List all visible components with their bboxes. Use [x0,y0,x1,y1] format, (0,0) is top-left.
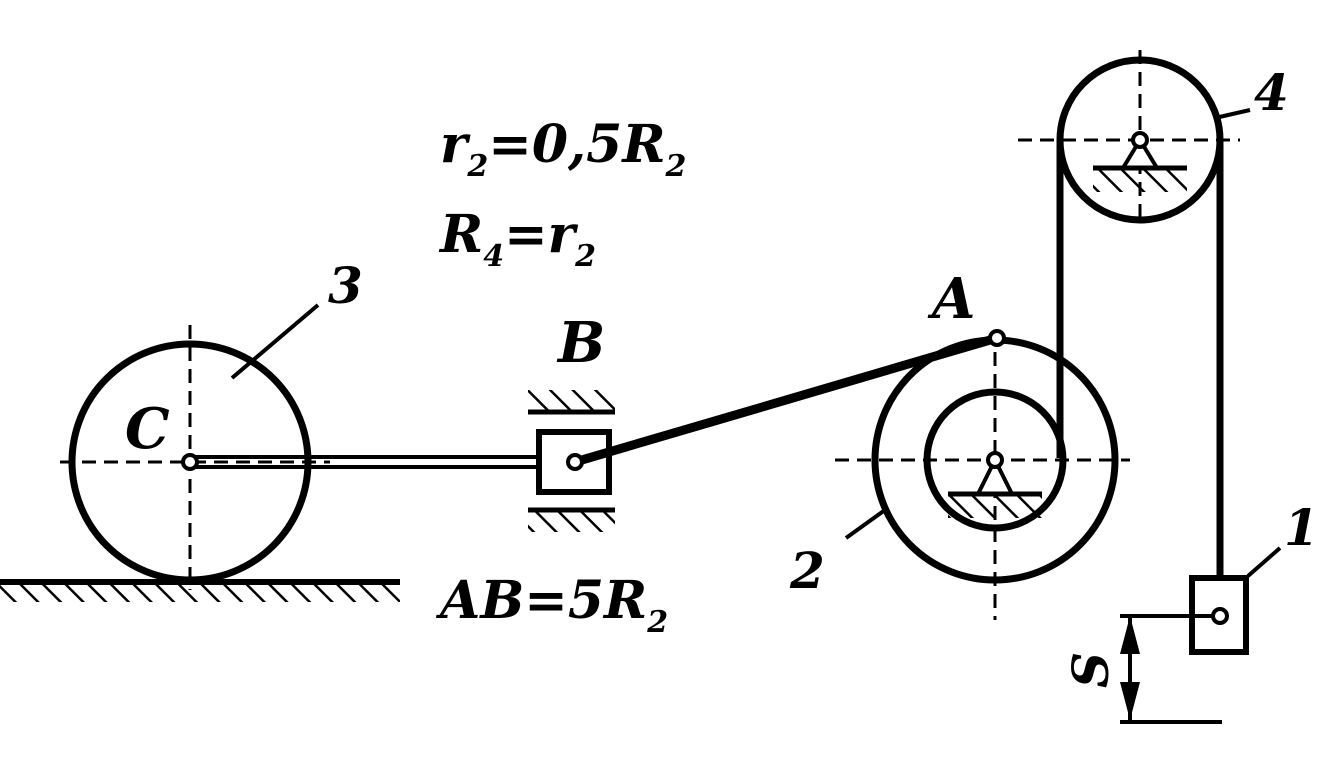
label-point-b: B [556,310,605,376]
label-pulley-4: 4 [1254,63,1289,122]
pivot-a [988,329,1006,347]
pivot-load [1211,607,1229,625]
displacement-arrow [1120,616,1222,724]
label-wheel-2: 2 [789,541,825,600]
formula-r2: r2=0,5R2 [440,114,686,184]
pivots [181,131,1229,625]
label-load-1: 1 [1284,498,1319,557]
wheel-2 [835,330,1130,620]
label-wheel-3: 3 [328,256,363,315]
pivot-c [181,453,199,471]
pivot-o2 [986,451,1004,469]
pivot-b [566,453,584,471]
formula-r4: R4=r2 [438,204,596,274]
formula-ab: AB=5R2 [435,570,668,640]
label-displacement-s: S [1061,652,1120,688]
wheel-3 [60,303,330,590]
rope [1056,140,1224,578]
label-point-a: A [927,266,975,332]
pivot-o4 [1131,131,1149,149]
load-1 [1120,546,1282,655]
ground [0,579,400,602]
label-point-c: C [125,396,170,462]
rod-cb [190,455,545,469]
